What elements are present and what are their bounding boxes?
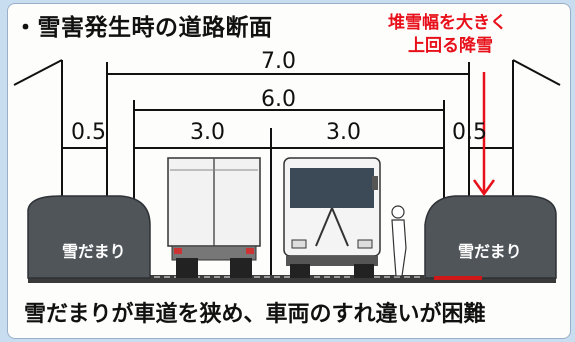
- lane-right-width-label: 3.0: [326, 120, 361, 145]
- snowfall-note-line2: 上回る降雪: [408, 36, 493, 56]
- shoulder-right-width-label: 0.5: [452, 120, 487, 145]
- snow-pile-right-label: 雪だまり: [458, 242, 522, 261]
- bus-icon: [283, 157, 381, 278]
- total-width-label: 7.0: [261, 49, 296, 74]
- snow-pile-left: [27, 195, 151, 279]
- road-surface: [28, 275, 556, 283]
- arrow-down-icon: [472, 72, 496, 197]
- pedestrian-icon: [391, 205, 407, 277]
- shoulder-left-width-label: 0.5: [71, 120, 106, 145]
- snow-pile-right: [424, 195, 557, 279]
- snowfall-excess-marker: [434, 276, 482, 280]
- truck-icon: [167, 157, 261, 278]
- lane-left-width-label: 3.0: [190, 120, 225, 145]
- snowfall-note-line1: 堆雪幅を大きく: [388, 13, 507, 33]
- caption: 雪だまりが車道を狭め、車両のすれ違いが困難: [24, 302, 486, 327]
- page-title: ・雪害発生時の道路断面: [14, 15, 273, 41]
- carriageway-width-label: 6.0: [261, 87, 296, 112]
- snow-pile-left-label: 雪だまり: [62, 242, 126, 261]
